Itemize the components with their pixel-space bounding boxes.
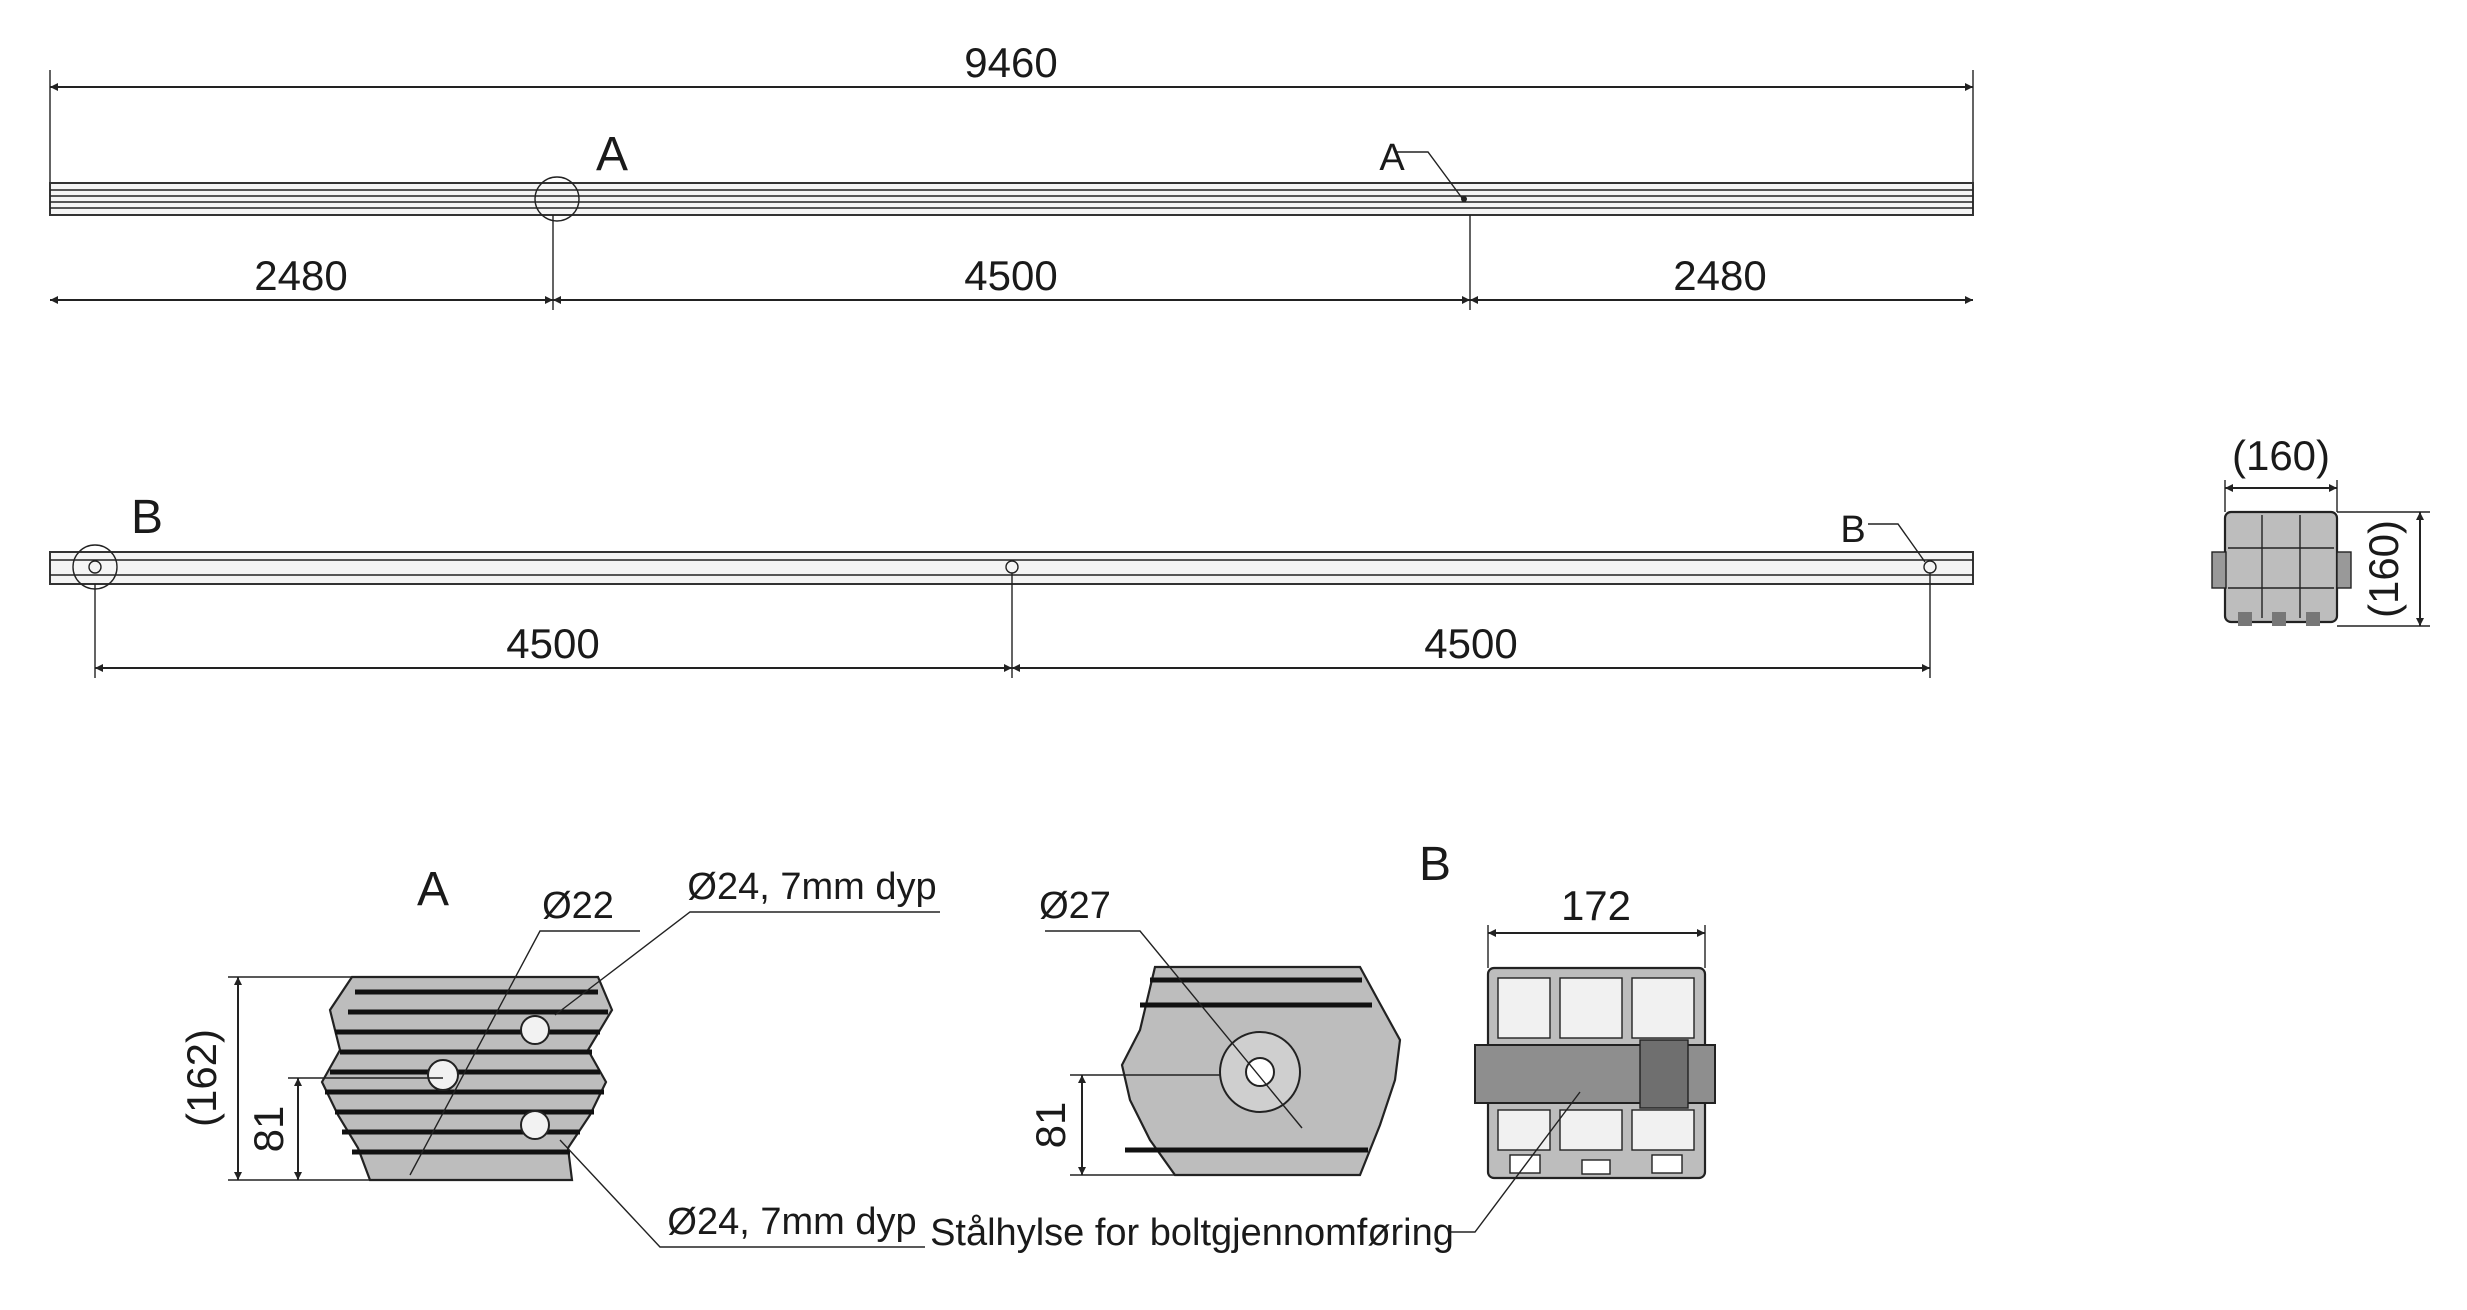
dim-right-text: 2480 <box>1673 252 1766 299</box>
leader-b <box>1868 523 1926 563</box>
detail-b-hole-label: Ø27 <box>1039 885 1111 927</box>
end-width-text: (160) <box>2232 432 2330 479</box>
end-view: (160) (160) <box>2211 432 2430 627</box>
dim-mid-right-text: 4500 <box>1424 620 1517 667</box>
leader-a <box>1395 151 1463 199</box>
dim-mid-left-text: 4500 <box>506 620 599 667</box>
middle-view: B B 4500 4500 <box>49 491 1974 678</box>
end-view-profile <box>2223 510 2339 624</box>
detail-a-marker-circle <box>534 176 580 222</box>
detail-b-marker-label: B <box>131 491 163 544</box>
detail-a-height-half: 81 <box>245 1106 292 1153</box>
end-height-text: (160) <box>2360 520 2407 618</box>
top-beam <box>49 182 1974 216</box>
detail-b-height-half: 81 <box>1027 1102 1074 1149</box>
detail-a-hole-bottom-label: Ø24, 7mm dyp <box>667 1201 916 1243</box>
leader-b-label: B <box>1840 509 1865 551</box>
detail-b-section: B 172 Stålhylse for boltgjennomføring <box>930 838 1716 1254</box>
overall-dimension-text: 9460 <box>964 39 1057 86</box>
leader-a-label: A <box>1379 137 1405 179</box>
dim-left-text: 2480 <box>254 252 347 299</box>
dim-middle-text: 4500 <box>964 252 1057 299</box>
sleeve-note: Stålhylse for boltgjennomføring <box>930 1212 1454 1254</box>
detail-b-plate: Ø27 81 <box>1027 885 1402 1177</box>
detail-a-hole-top-label: Ø24, 7mm dyp <box>687 866 936 908</box>
detail-a-height-total: (162) <box>178 1029 225 1127</box>
detail-b-title: B <box>1419 838 1451 891</box>
detail-a-marker-label: A <box>596 128 628 181</box>
detail-a-title: A <box>417 863 449 916</box>
detail-b-width-text: 172 <box>1561 882 1631 929</box>
detail-a: A Ø22 Ø24, 7mm dyp Ø24, 7mm dyp (162) <box>178 863 940 1248</box>
detail-a-hole-center-label: Ø22 <box>542 885 614 927</box>
top-view: 9460 A A 2480 4500 2480 <box>49 39 1974 310</box>
